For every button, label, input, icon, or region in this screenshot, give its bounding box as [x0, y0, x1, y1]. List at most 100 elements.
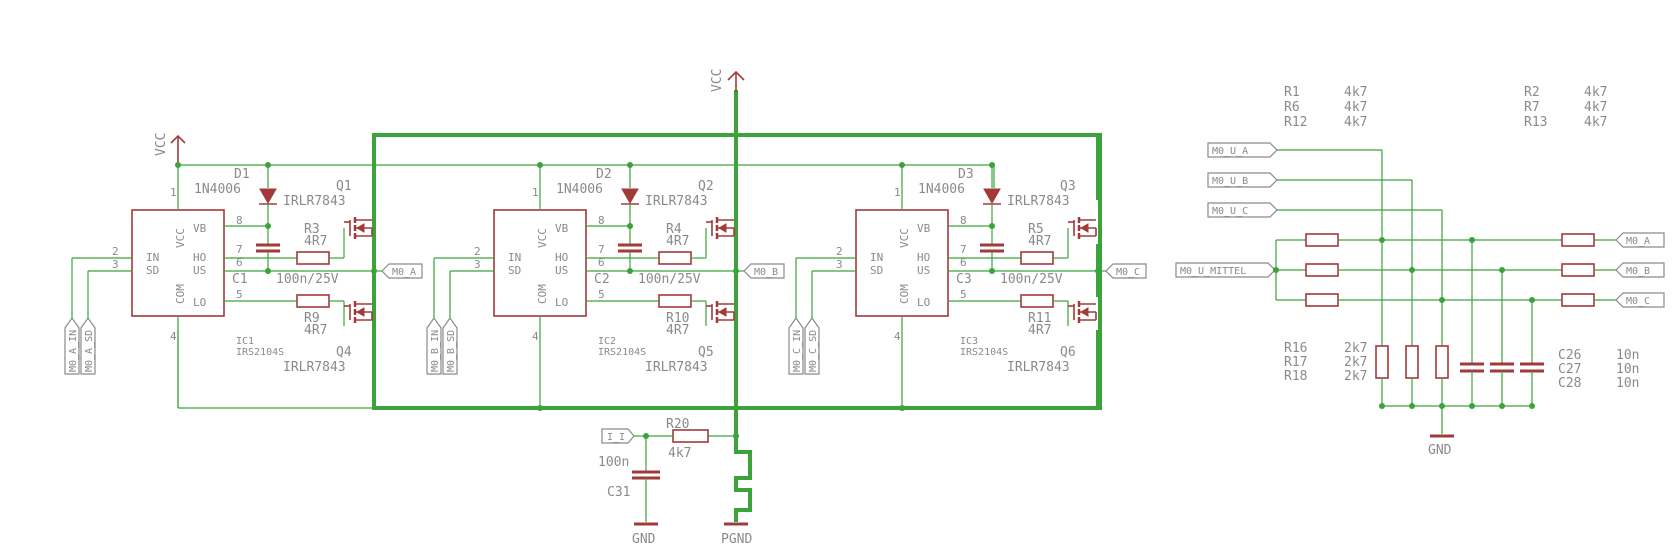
diode-icon: [983, 188, 1001, 205]
pin-num: 8: [598, 214, 605, 227]
net-input-flag: [1207, 142, 1278, 158]
pin-num: 1: [532, 186, 539, 199]
pin-sd-label: SD: [870, 264, 883, 277]
pin-num: 2: [836, 245, 843, 258]
table-val: 2k7: [1344, 341, 1367, 356]
ic-type: IRS2104S: [960, 347, 1008, 358]
fet-ref: Q3: [1060, 179, 1076, 194]
table-ref: R1: [1284, 85, 1300, 100]
gnd-sense-label: GND: [632, 532, 656, 547]
table-val: 4k7: [1344, 100, 1367, 115]
input-flag-sd-label: M0_B_SD: [446, 330, 457, 372]
pin-lo-label: LO: [917, 296, 930, 309]
r-hi-val: 4R7: [304, 234, 327, 249]
pin-num: 5: [598, 288, 605, 301]
stage-2: IC2IRS2104SINSDVBHOUSLOVCCCOM23876514M0_…: [426, 135, 785, 411]
cap-ref: C3: [956, 272, 972, 287]
r-lo-val: 4R7: [666, 323, 689, 338]
diode-ref: D1: [234, 167, 250, 182]
vcc-left-symbol: VCC: [154, 133, 995, 188]
pin-vcc-label: VCC: [898, 228, 911, 248]
pin-in-label: IN: [870, 251, 883, 264]
pin-num: 3: [474, 258, 481, 271]
stage-1: IC1IRS2104SINSDVBHOUSLOVCCCOM23876514M0_…: [64, 135, 423, 408]
ic-ref: IC3: [960, 336, 978, 347]
pin-num: 5: [236, 288, 243, 301]
table-ref: R2: [1524, 85, 1540, 100]
fet-arrow: [1079, 223, 1089, 233]
pin-num: 1: [170, 186, 177, 199]
table-val: 4k7: [1584, 85, 1607, 100]
pin-in-label: IN: [146, 251, 159, 264]
gate-resistor-hi: [658, 251, 692, 265]
pin-vb-label: VB: [917, 222, 931, 235]
r-lo-val: 4R7: [1028, 323, 1051, 338]
input-flag-sd: [80, 316, 96, 375]
junction-dot: [627, 162, 633, 168]
output-resistor: [1561, 293, 1595, 307]
r-hi-ref: R5: [1028, 222, 1044, 237]
diode-type: 1N4006: [918, 182, 965, 197]
fet-type: IRLR7843: [1007, 360, 1070, 375]
r20-val: 4k7: [668, 446, 691, 461]
input-flag-sd-label: M0_C_SD: [808, 330, 819, 372]
pin-num: 2: [474, 245, 481, 258]
pin-num: 4: [532, 330, 539, 343]
pin-vcc-label: VCC: [174, 228, 187, 248]
gate-resistor-lo: [296, 294, 330, 308]
junction-dot: [1379, 237, 1385, 243]
input-flag-in-label: M0_C_IN: [792, 330, 803, 372]
table-ref: C27: [1558, 362, 1581, 377]
junction-dot: [1439, 297, 1445, 303]
cap-val: 100n/25V: [638, 272, 701, 287]
pin-lo-label: LO: [555, 296, 568, 309]
junction-dot: [265, 162, 271, 168]
pin-sd-label: SD: [508, 264, 521, 277]
junction-dot: [899, 162, 905, 168]
input-flag-sd: [804, 316, 820, 375]
output-flag-label: M0_A: [392, 267, 416, 278]
output-resistor: [1561, 263, 1595, 277]
pin-num: 6: [960, 256, 967, 269]
output-resistor: [1561, 233, 1595, 247]
net-output-flag: [1615, 232, 1665, 248]
gate-resistor-lo: [658, 294, 692, 308]
mittel-resistor: [1305, 293, 1339, 307]
vcc-main-symbol: VCC: [710, 69, 745, 92]
r-hi-val: 4R7: [1028, 234, 1051, 249]
output-flag: [1105, 263, 1147, 279]
pin-num: 1: [894, 186, 901, 199]
cap-val: 100n/25V: [1000, 272, 1063, 287]
table-val: 2k7: [1344, 369, 1367, 384]
table-ref: R16: [1284, 341, 1307, 356]
junction-dot: [265, 268, 271, 274]
current-sense: R20 4k7 I_I 100n C31 GND PGND: [598, 417, 752, 547]
pin-num: 4: [170, 330, 177, 343]
fet-arrow: [717, 307, 727, 317]
divider-resistor: [1435, 345, 1449, 379]
diode-ref: D2: [596, 167, 612, 182]
high-side-fet: [344, 217, 373, 239]
table-ref: R18: [1284, 369, 1307, 384]
pin-ho-label: HO: [917, 251, 930, 264]
pin-ho-label: HO: [193, 251, 206, 264]
input-flag-sd: [442, 316, 458, 375]
pin-num: 4: [894, 330, 901, 343]
junction-dot: [537, 405, 543, 411]
pin-num: 8: [236, 214, 243, 227]
net-output-flag-label: M0_B: [1626, 266, 1650, 277]
vcc-left-label: VCC: [154, 133, 169, 156]
table-ref: R7: [1524, 100, 1540, 115]
pin-vcc-label: VCC: [536, 228, 549, 248]
output-flag-label: M0_C: [1116, 267, 1140, 278]
table-val: 10n: [1616, 362, 1639, 377]
diode-type: 1N4006: [556, 182, 603, 197]
diode-type: 1N4006: [194, 182, 241, 197]
input-flag-in-label: M0_B_IN: [430, 330, 441, 372]
r-hi-ref: R4: [666, 222, 682, 237]
pin-sd-label: SD: [146, 264, 159, 277]
table-val: 4k7: [1584, 115, 1607, 130]
table-ref: R12: [1284, 115, 1307, 130]
cap-ref: C1: [232, 272, 248, 287]
high-side-fet: [706, 217, 735, 239]
